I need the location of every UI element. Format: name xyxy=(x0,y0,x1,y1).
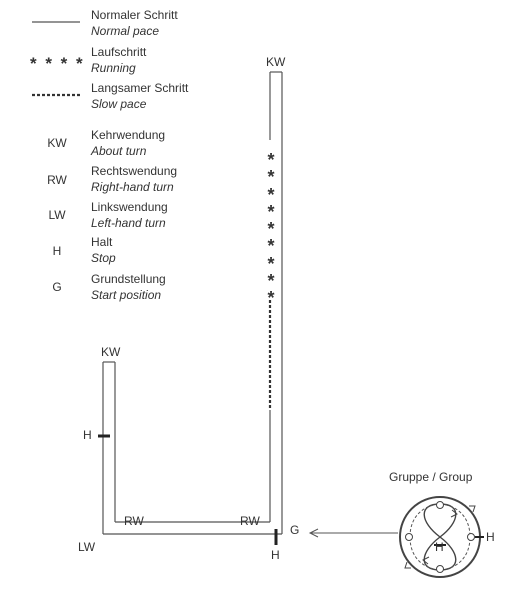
running-mark: * xyxy=(267,150,275,170)
legend-en-rw: Right-hand turn xyxy=(91,180,174,194)
legend-en-h: Stop xyxy=(91,251,116,265)
legend-de-lw: Linkswendung xyxy=(91,200,168,214)
label-rw-left: RW xyxy=(124,514,144,528)
legend-de-running: Laufschritt xyxy=(91,45,147,59)
legend-de-slow: Langsamer Schritt xyxy=(91,81,189,95)
legend-de-normal: Normaler Schritt xyxy=(91,8,178,22)
group-figure-eight xyxy=(423,503,457,571)
label-rw-right: RW xyxy=(240,514,260,528)
running-mark: * xyxy=(267,201,275,222)
legend-de-g: Grundstellung xyxy=(91,272,166,286)
group-position-bottom xyxy=(436,565,444,573)
start-arrow-head xyxy=(308,528,319,538)
legend-running-symbol: * * * * xyxy=(30,54,85,73)
legend-en-kw: About turn xyxy=(91,144,147,158)
legend-en-slow: Slow pace xyxy=(91,97,147,111)
running-marks: * * * * * * * * * xyxy=(263,150,279,309)
legend-de-h: Halt xyxy=(91,235,113,249)
running-mark: * xyxy=(267,236,275,257)
group-position-right xyxy=(467,533,475,541)
group-position-left xyxy=(405,533,413,541)
group-arrow-2 xyxy=(422,556,430,565)
group-title: Gruppe / Group xyxy=(389,470,473,484)
group-arrow-3 xyxy=(404,561,411,569)
label-g-start: G xyxy=(290,523,300,537)
legend-code-rw: RW xyxy=(47,173,67,187)
group-arrow-1 xyxy=(450,509,458,518)
legend-de-rw: Rechtswendung xyxy=(91,164,178,178)
running-mark: * xyxy=(267,184,275,205)
legend-code-kw: KW xyxy=(47,136,67,150)
group-arrow-4 xyxy=(469,505,476,513)
group-label-h-center: H xyxy=(435,540,444,554)
legend-en-running: Running xyxy=(91,61,136,75)
legend-code-h: H xyxy=(52,244,62,258)
group-label-h-right: H xyxy=(486,530,495,544)
running-mark: * xyxy=(267,271,275,292)
running-mark: * xyxy=(267,167,275,188)
label-kw-left: KW xyxy=(101,345,121,359)
running-mark: * xyxy=(267,219,275,240)
group-dashed-loops xyxy=(409,503,471,571)
legend-en-normal: Normal pace xyxy=(91,24,160,38)
label-h-left: H xyxy=(83,428,92,442)
legend-code-g: G xyxy=(52,280,62,294)
group-position-top xyxy=(436,501,444,509)
legend-de-kw: Kehrwendung xyxy=(91,128,166,142)
running-mark: * xyxy=(267,288,275,309)
label-lw: LW xyxy=(78,540,96,554)
label-kw-top: KW xyxy=(266,55,286,69)
running-mark: * xyxy=(267,253,275,274)
legend-code-lw: LW xyxy=(48,208,66,222)
legend-en-g: Start position xyxy=(91,288,162,302)
label-h-bottom: H xyxy=(271,548,280,562)
legend-en-lw: Left-hand turn xyxy=(91,216,166,230)
